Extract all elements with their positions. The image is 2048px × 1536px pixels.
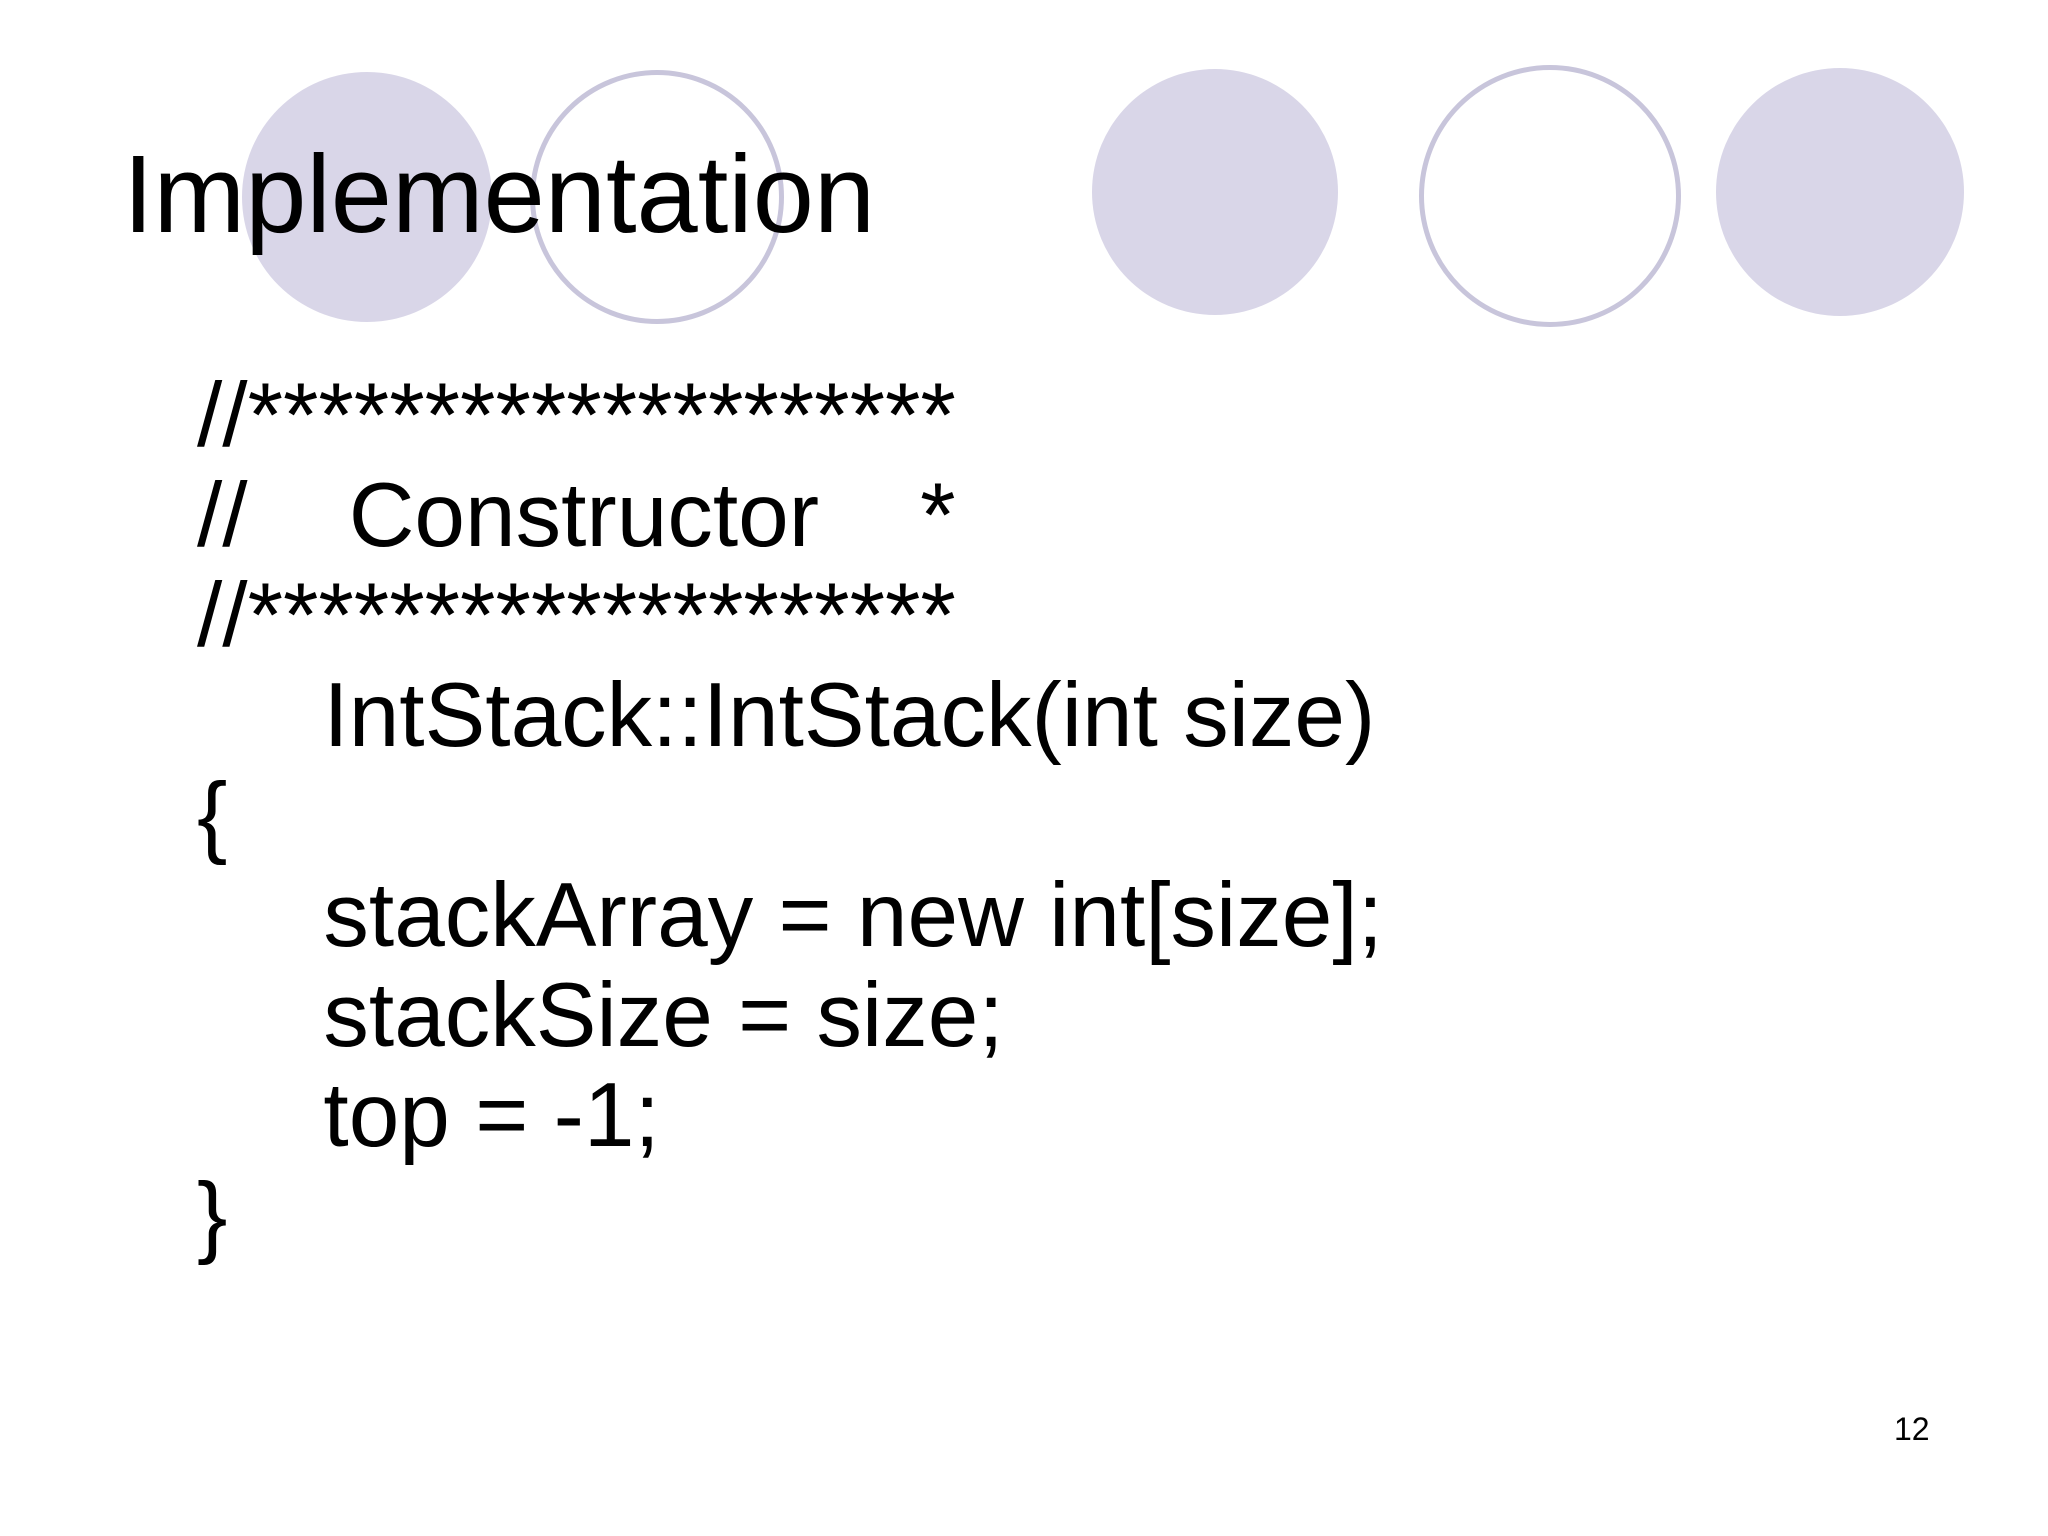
decorative-circle-outlined-1: [530, 70, 784, 324]
code-line-comment-top: //********************: [197, 365, 956, 466]
code-line-stacksize: stackSize = size;: [197, 965, 1004, 1066]
code-line-top: top = -1;: [197, 1065, 660, 1166]
code-line-comment-label: // Constructor *: [197, 465, 956, 566]
code-line-stackarray: stackArray = new int[size];: [197, 865, 1383, 966]
decorative-circle-filled-2: [1092, 69, 1338, 315]
decorative-circle-filled-1: [242, 72, 492, 322]
code-line-comment-bottom: //********************: [197, 565, 956, 666]
decorative-circle-filled-3: [1716, 68, 1964, 316]
decorative-circle-outlined-2: [1419, 65, 1681, 327]
code-block: //******************** // Constructor * …: [197, 366, 1383, 1266]
code-line-close-brace: }: [197, 1165, 228, 1266]
page-number: 12: [1894, 1411, 1930, 1447]
code-line-open-brace: {: [197, 765, 228, 866]
slide-title: Implementation: [123, 133, 876, 256]
code-line-signature: IntStack::IntStack(int size): [197, 665, 1376, 766]
